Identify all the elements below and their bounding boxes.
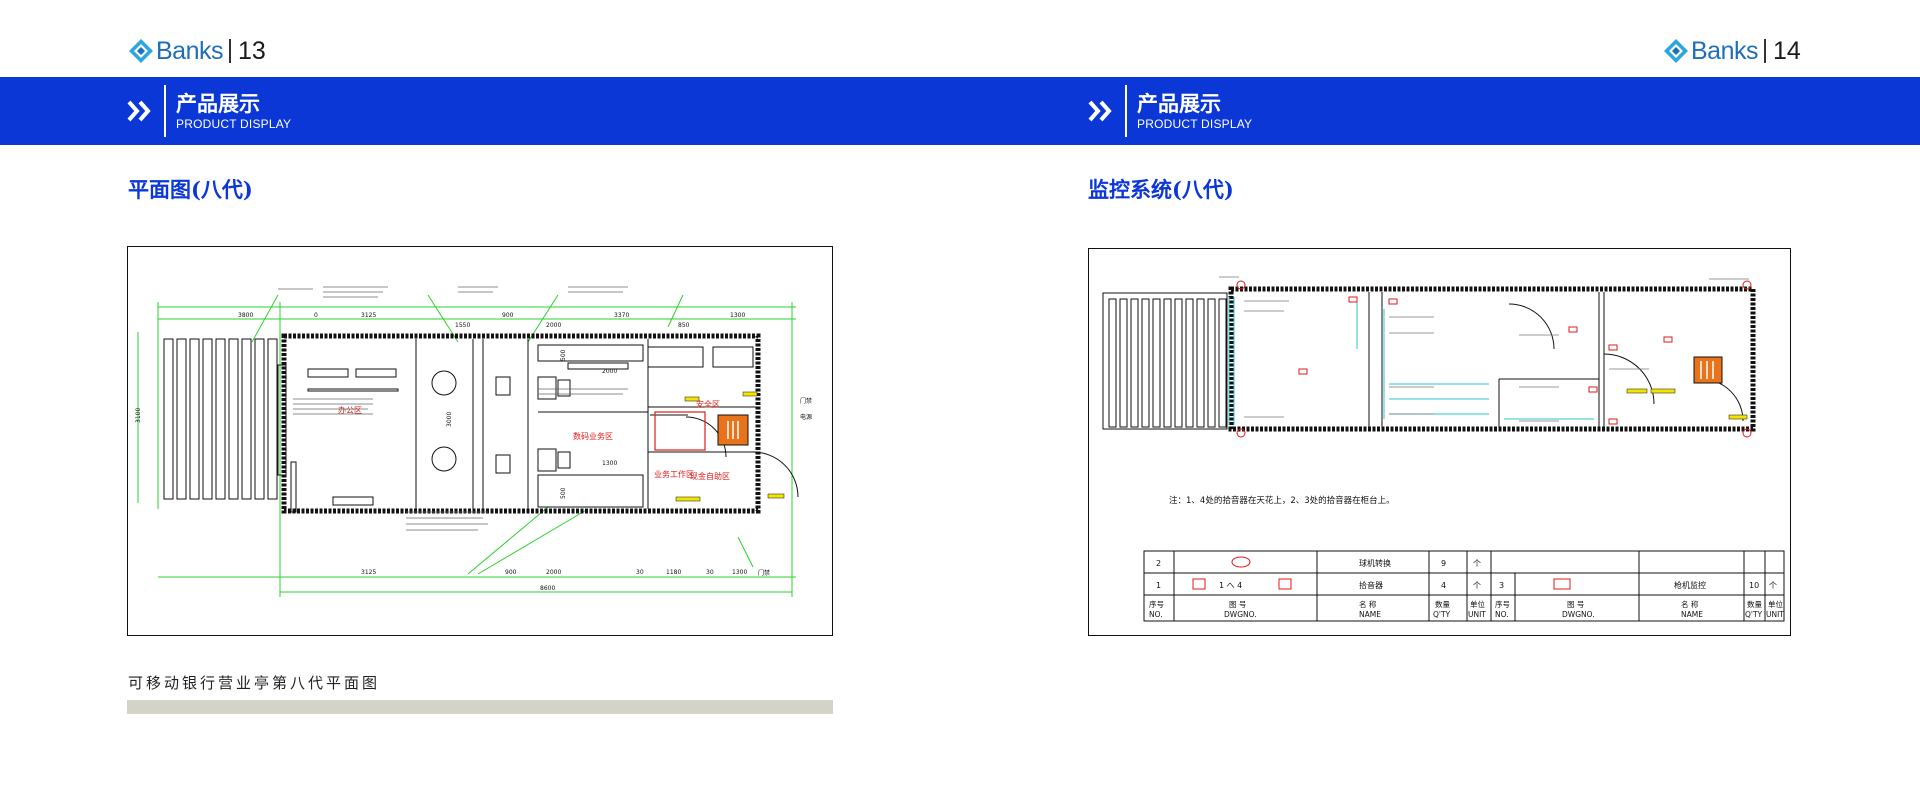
table-header: 图 号 xyxy=(1229,600,1246,609)
dim-label: 2000 xyxy=(546,569,561,576)
dim-label: 900 xyxy=(505,569,517,576)
camera-icons xyxy=(1236,280,1752,438)
deck-slats xyxy=(1102,292,1228,430)
section-title-floor-plan: 平面图(八代) xyxy=(128,177,253,202)
table-header: Q'TY xyxy=(1745,610,1763,619)
monitoring-drawing: 注：1、4处的拾音器在天花上，2、3处的拾音器在柜台上。 2 球机转换 xyxy=(1088,248,1791,636)
double-chevron-icon xyxy=(1088,100,1112,122)
dim-label: 1180 xyxy=(666,569,681,576)
table-cell: 9 xyxy=(1441,559,1446,568)
deck-slats xyxy=(163,338,278,500)
banner-subtitle: PRODUCT DISPLAY xyxy=(1137,116,1253,131)
dim-label: 850 xyxy=(678,322,690,329)
dim-label: 3100 xyxy=(135,408,142,423)
table-cell: 1 へ 4 xyxy=(1219,581,1242,590)
dim-label: 8600 xyxy=(540,585,555,592)
banner-title: 产品展示 xyxy=(1137,91,1221,116)
section-banner: 产品展示 PRODUCT DISPLAY 产品展示 PRODUCT DISPLA… xyxy=(0,77,1920,145)
dim-label: 500 xyxy=(560,349,567,361)
floor-plan-svg: 3800 0 3125 1550 900 2000 3370 850 1300 … xyxy=(135,286,812,597)
dim-label: 3800 xyxy=(238,312,253,319)
dim-label: 30 xyxy=(706,569,714,576)
brand-logo-right: Banks 14 xyxy=(1663,36,1801,66)
table-cell: 个 xyxy=(1769,581,1777,590)
table-header: 数量 xyxy=(1435,599,1451,609)
page-number: 14 xyxy=(1772,36,1801,65)
table-cell: 球机转换 xyxy=(1359,558,1391,568)
parts-table xyxy=(1143,550,1785,622)
table-header: Q'TY xyxy=(1433,610,1451,619)
table-header: 名 称 xyxy=(1359,599,1377,609)
table-header: 单位 xyxy=(1768,599,1784,609)
section-title-monitoring: 监控系统(八代) xyxy=(1088,177,1234,202)
brand-name: Banks xyxy=(156,36,223,65)
dim-label: 3000 xyxy=(446,412,453,427)
monitoring-svg: 注：1、4处的拾音器在天花上，2、3处的拾音器在柜台上。 2 球机转换 xyxy=(1102,276,1785,622)
chairs xyxy=(495,376,571,474)
side-label: 电源 xyxy=(800,413,812,421)
table-cell: 1 xyxy=(1156,581,1161,590)
table-header: 名 称 xyxy=(1681,599,1699,609)
table-cell: 10 xyxy=(1749,581,1759,590)
banner-subtitle: PRODUCT DISPLAY xyxy=(176,116,292,131)
dim-label: 30 xyxy=(636,569,644,576)
table-cell: 4 xyxy=(1441,581,1446,590)
dim-label: 1300 xyxy=(602,460,617,467)
banner-divider xyxy=(1125,85,1127,137)
dim-label: 1300 xyxy=(732,569,747,576)
banner-left: 产品展示 PRODUCT DISPLAY xyxy=(126,77,291,145)
dim-label: 3370 xyxy=(614,312,629,319)
table-cell: 个 xyxy=(1473,581,1481,590)
dim-label: 1300 xyxy=(730,312,745,319)
table-header: NO. xyxy=(1149,610,1163,619)
table-cell: 拾音器 xyxy=(1359,580,1383,590)
dim-label: 1550 xyxy=(455,322,470,329)
banks-logo-icon xyxy=(129,39,153,63)
table-header: 单位 xyxy=(1470,599,1486,609)
table-header: NAME xyxy=(1359,610,1381,619)
zone-label: 现金自助区 xyxy=(690,471,730,481)
brand-divider xyxy=(228,39,231,63)
banner-divider xyxy=(164,85,166,137)
brand-name: Banks xyxy=(1691,36,1758,65)
dim-label: 2000 xyxy=(546,322,561,329)
table-cell: 枪机监控 xyxy=(1674,580,1706,590)
table-cell: 个 xyxy=(1473,559,1481,568)
brand-divider xyxy=(1763,39,1766,63)
side-label: 门禁 xyxy=(800,397,812,405)
zone-label: 安全区 xyxy=(696,399,720,409)
banner-right: 产品展示 PRODUCT DISPLAY xyxy=(1087,77,1252,145)
dim-label: 0 xyxy=(314,312,318,319)
zone-label: 办公区 xyxy=(338,405,362,415)
dim-label: 2000 xyxy=(602,368,617,375)
banks-logo-icon xyxy=(1664,39,1688,63)
banner-title: 产品展示 xyxy=(176,91,260,116)
dim-label: 3125 xyxy=(361,569,376,576)
zone-label: 数码业务区 xyxy=(573,431,613,441)
page-number: 13 xyxy=(237,36,266,65)
table-header: NO. xyxy=(1495,610,1509,619)
table-header: DWGNO. xyxy=(1224,610,1257,619)
table-header: 数量 xyxy=(1747,599,1763,609)
door-label: 门禁 xyxy=(758,569,770,577)
dim-label: 3125 xyxy=(361,312,376,319)
table-header: 序号 xyxy=(1149,599,1164,609)
table-header: DWGNO. xyxy=(1562,610,1595,619)
monitoring-note: 注：1、4处的拾音器在天花上，2、3处的拾音器在柜台上。 xyxy=(1169,495,1395,506)
table-header: 图 号 xyxy=(1567,600,1584,609)
dim-label: 900 xyxy=(502,312,514,319)
table-cell: 3 xyxy=(1499,581,1504,590)
table-header: UNIT xyxy=(1766,610,1784,619)
table-header: 序号 xyxy=(1495,599,1510,609)
brand-logo-left: Banks 13 xyxy=(128,36,266,66)
table-cell: 2 xyxy=(1156,559,1161,568)
dim-label: 500 xyxy=(560,487,567,499)
caption-underline-bar xyxy=(127,700,833,714)
zone-label: 业务工作区 xyxy=(654,469,694,479)
double-chevron-icon xyxy=(127,100,151,122)
table-header: NAME xyxy=(1681,610,1703,619)
floor-plan-caption: 可移动银行营业亭第八代平面图 xyxy=(128,674,381,692)
floor-plan-drawing: 3800 0 3125 1550 900 2000 3370 850 1300 … xyxy=(127,246,833,636)
table-header: UNIT xyxy=(1468,610,1486,619)
